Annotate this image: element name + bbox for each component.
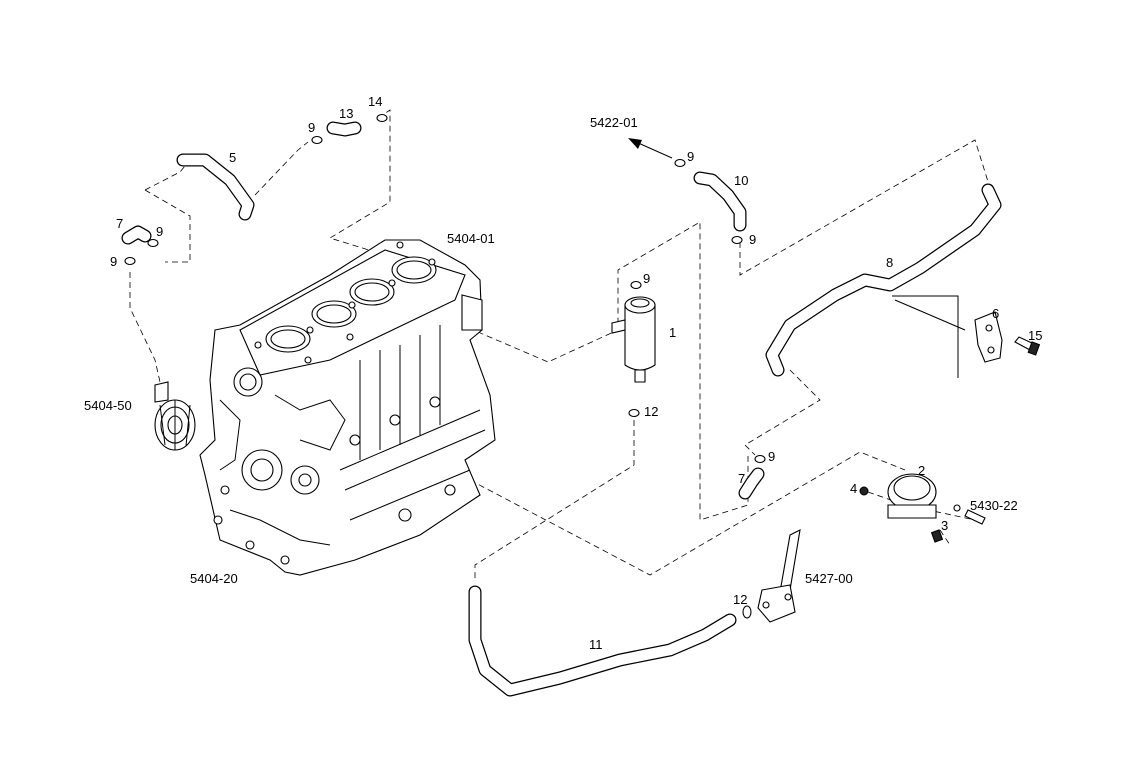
- label-pump: 5404-50: [84, 398, 132, 413]
- label-part-9-f: 9: [643, 271, 650, 286]
- label-part-6: 6: [992, 306, 999, 321]
- label-part-11: 11: [589, 637, 603, 652]
- water-pump: [154, 381, 196, 451]
- label-part-9-e: 9: [749, 232, 756, 247]
- label-part-12-a: 12: [644, 404, 658, 419]
- label-part-9-d: 9: [687, 149, 694, 164]
- bracket-6: [974, 311, 1041, 363]
- label-outlet: 5422-01: [590, 115, 638, 130]
- label-part-4: 4: [850, 481, 857, 496]
- engine-block: [199, 239, 496, 576]
- hoses: [121, 121, 1002, 697]
- separator-canister: [611, 296, 656, 383]
- label-fitting: 5427-00: [805, 571, 853, 586]
- label-sump: 5404-20: [190, 571, 238, 586]
- outlet-arrow: [628, 138, 673, 159]
- label-block: 5404-01: [447, 231, 495, 246]
- small-parts: [124, 113, 766, 619]
- label-part-7-lower: 7: [738, 471, 745, 486]
- label-part-13: 13: [339, 106, 353, 121]
- label-part-12-b: 12: [733, 592, 747, 607]
- label-part-14: 14: [368, 94, 382, 109]
- label-part-9-g: 9: [768, 449, 775, 464]
- fitting-5427: [757, 529, 801, 623]
- label-part-9-a: 9: [308, 120, 315, 135]
- label-part-1: 1: [669, 325, 676, 340]
- label-part-9-b: 9: [156, 224, 163, 239]
- label-bracket: 5430-22: [970, 498, 1018, 513]
- label-part-9-c: 9: [110, 254, 117, 269]
- label-part-3: 3: [941, 518, 948, 533]
- label-part-2: 2: [918, 463, 925, 478]
- label-part-10: 10: [734, 173, 748, 188]
- label-part-7-upper: 7: [116, 216, 123, 231]
- clamp-assembly: [859, 473, 986, 543]
- leader-lines: [129, 109, 991, 580]
- label-part-8: 8: [886, 255, 893, 270]
- label-part-5: 5: [229, 150, 236, 165]
- callout-labels: 5404-01 5404-50 5404-20 5422-01 5430-22 …: [84, 94, 1042, 652]
- label-part-15: 15: [1028, 328, 1042, 343]
